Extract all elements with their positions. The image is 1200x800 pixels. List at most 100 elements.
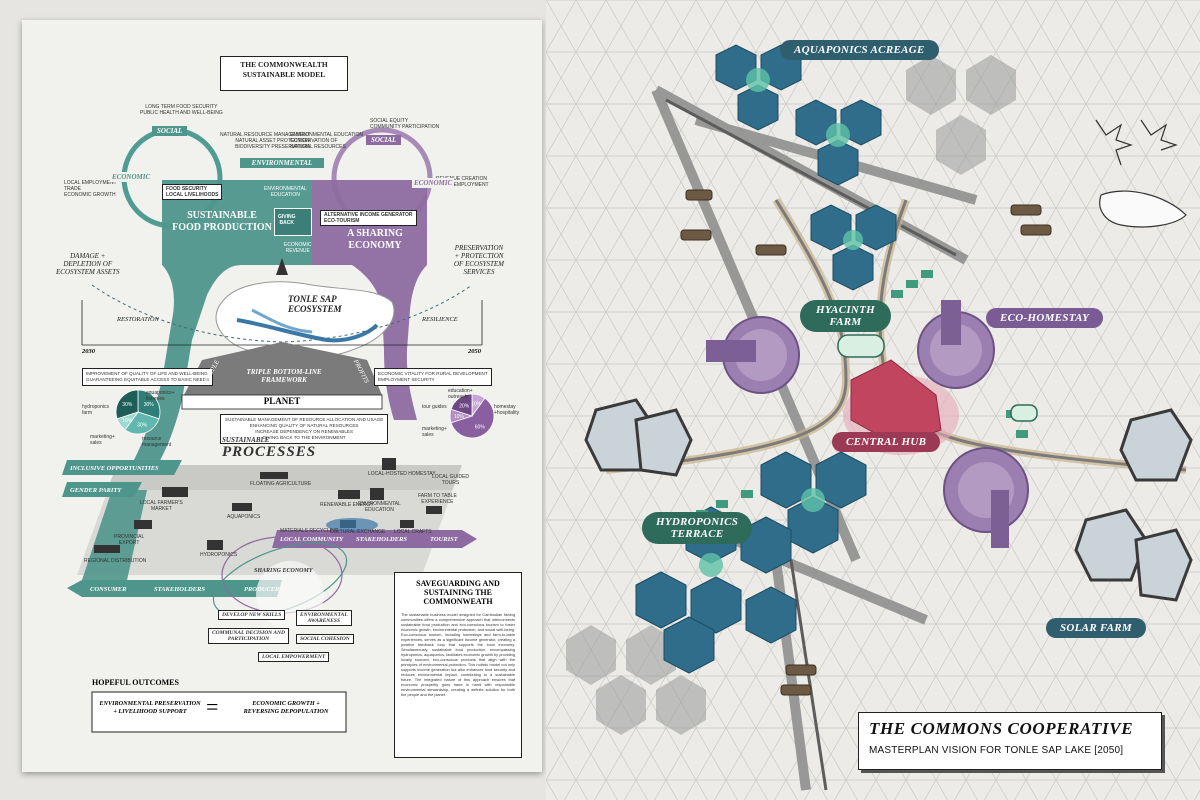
planet-band — [181, 394, 383, 410]
pie-left-pct-1: 30% — [144, 402, 155, 408]
equation-right: ECONOMIC GROWTH + REVERSING DEPOPULATION — [243, 700, 329, 715]
communal-box: COMMUNAL DECISION AND PARTICIPATION — [208, 628, 289, 644]
label-farm-table: FARM TO TABLE EXPERIENCE — [418, 493, 457, 505]
brown-bollards — [680, 189, 1052, 696]
model-diagram: 30%30%10%30% 10%60%10%20% — [62, 127, 495, 733]
label-crafts: LOCAL CRAFTS — [394, 529, 432, 535]
note-natural-mgmt: NATURAL RESOURCE MANAGEMENT NATURAL ASSE… — [220, 132, 310, 150]
boat-icon — [94, 545, 120, 553]
env-education-note: ENVIRONMENTAL EDUCATION — [264, 186, 307, 198]
triple-bottom-line-triangle — [184, 342, 382, 395]
poster-title: THE COMMONWEALTH SUSTAINABLE MODEL — [220, 56, 348, 91]
label-provincial: PROVINCIAL EXPORT — [114, 534, 145, 546]
planet-notes: SUSTAINABLE MANAGEMENT OF RESOURCE ALLOC… — [220, 414, 389, 444]
education-icon — [370, 488, 384, 500]
pie-left-slice-4 — [115, 389, 139, 420]
pie-right-pct-3: 10% — [454, 414, 465, 420]
planet-label: PLANET — [263, 396, 301, 406]
floating-agri-icon — [260, 472, 288, 479]
social-cohesion-box: SOCIAL COHESION — [296, 634, 354, 644]
economic-tag-left: ECONOMIC — [110, 172, 153, 182]
giving-back-label: GIVING BACK — [278, 214, 296, 226]
market-stall-icon — [162, 487, 188, 497]
label-renewable: RENEWABLE ENERGY — [320, 502, 374, 508]
equation-sign: = — [206, 694, 219, 719]
poster-title-line2: SUSTAINABLE MODEL — [242, 70, 326, 79]
farm-table-icon — [426, 506, 442, 514]
solar-panel-icon — [338, 490, 360, 499]
pie-right-pct-4: 20% — [459, 403, 470, 409]
pie-left-pct-4: 30% — [122, 402, 133, 408]
note-econ-left: LOCAL EMPLOYMENT TRADE ECONOMIC GROWTH — [64, 180, 117, 198]
pie-left-slice-2 — [124, 411, 160, 435]
sustainable-label: SUSTAINABLE — [222, 436, 270, 444]
tonle-label: TONLE SAP ECOSYSTEM — [288, 294, 342, 314]
teal-centers — [699, 68, 863, 577]
pie-left-pct-2: 30% — [137, 423, 148, 429]
improvement-note: IMPROVEMENT OF QUALITY OF LIFE AND WELL-… — [82, 368, 214, 386]
pie-right-pct-1: 10% — [471, 401, 482, 407]
environmental-tag: ENVIRONMENTAL — [240, 158, 324, 168]
label-floating: FLOATING AGRICULTURE — [250, 481, 312, 487]
gender-band — [62, 482, 142, 497]
triple-label: TRIPLE BOTTOM-LINE FRAMEWORK — [246, 368, 322, 384]
pie-right-slice-2 — [450, 397, 495, 439]
pie-right-label-2: homestay +hospitality — [494, 404, 520, 416]
inclusive-band — [62, 460, 182, 475]
note-social-right: SOCIAL EQUITY COMMUNITY PARTICIPATION — [370, 118, 440, 130]
crafts-icon — [400, 520, 414, 528]
sidebox-title: SAVEGUARDING AND SUSTAINING THE COMMONWE… — [416, 579, 500, 606]
pie-right-slice-4 — [450, 393, 473, 417]
pie-left-label-4: hydroponics farm — [82, 404, 109, 416]
food-security-box: FOOD SECURITY LOCAL LIVELIHOODS — [162, 184, 223, 200]
consumer-label: CONSUMER — [90, 585, 127, 593]
hydroponics-petals — [635, 451, 867, 674]
masterplan-map: AQUAPONICS ACREAGE HYACINTH FARM ECO-HOM… — [546, 0, 1200, 800]
hopeful-outcomes-heading: HOPEFUL OUTCOMES — [92, 678, 179, 687]
inclusive-label: INCLUSIVE OPPORTUNITIES — [70, 464, 159, 472]
teal-food-production-block — [117, 180, 312, 490]
outcomes-box — [91, 691, 347, 733]
economic-tag-right: ECONOMIC — [412, 178, 455, 188]
pie-left: 30% 30% 10% 30% — [115, 389, 161, 435]
label-guided: LOCAL GUIDED TOURS — [432, 474, 470, 486]
note-env-edu: ENVIRONMENTAL EDUCATION CONSERVATION OF … — [290, 132, 363, 150]
label-eco-homestay: ECO-HOMESTAY — [986, 308, 1104, 328]
pie-left-label-3: marketing+ sales — [90, 434, 115, 446]
label-env-edu2: ENVIRONMENTAL EDUCATION — [358, 501, 401, 513]
map-subtitle: MASTERPLAN VISION FOR TONLE SAP LAKE [20… — [869, 745, 1124, 756]
pie-right-label-3: marketing+ sales — [422, 426, 447, 438]
label-solar-farm: SOLAR FARM — [1046, 618, 1146, 638]
truck-icon — [134, 520, 152, 529]
sidebox-body: The sustainable business model designed … — [401, 612, 515, 697]
map-title: THE COMMONS COOPERATIVE — [869, 719, 1134, 738]
label-aquaponics-acreage: AQUAPONICS ACREAGE — [780, 40, 939, 60]
label-hydroponics-terrace: HYDROPONICS TERRACE — [642, 512, 753, 544]
plant-sketch — [1095, 119, 1133, 166]
poster-title-line1: THE COMMONWEALTH — [240, 60, 328, 69]
damage-label: DAMAGE + DEPLETION OF ECOSYSTEM ASSETS — [56, 252, 120, 276]
vitality-note: ECONOMIC VITALITY FOR RURAL DEVELOPMENT … — [374, 368, 492, 386]
pie-left-slice-1 — [137, 389, 161, 420]
pie-left-pct-3: 10% — [122, 418, 133, 424]
label-materials: MATERIALS RECYCLING — [280, 528, 339, 534]
label-homestay: LOCAL-HOSTED HOMESTAY — [368, 471, 436, 477]
label-regional: REGIONAL DISTRIBUTION — [84, 558, 147, 564]
hyacinth-pod — [837, 334, 885, 358]
aquaponics-icon — [232, 503, 252, 511]
develop-skills-box: DEVELOP NEW SKILLS — [218, 610, 286, 620]
sharing-label: A SHARING ECONOMY — [347, 228, 403, 251]
sharing-economy-label: SHARING ECONOMY — [254, 568, 313, 574]
equation-left: ENVIRONMENTAL PRESERVATION + LIVELIHOOD … — [99, 700, 201, 715]
economic-revenue-note: ECONOMIC REVENUE — [284, 242, 312, 254]
eco-homestay-circles — [706, 300, 1029, 548]
alt-income-box: ALTERNATIVE INCOME GENERATOR ECO-TOURISM — [320, 210, 417, 226]
label-central-hub: CENTRAL HUB — [832, 432, 941, 452]
label-local-market: LOCAL FARMER'S MARKET — [140, 500, 183, 512]
local-community-label: LOCAL COMMUNITY — [280, 535, 344, 543]
stakeholders-right-label: STAKEHOLDERS — [356, 535, 407, 543]
pie-right-pct-2: 60% — [475, 425, 486, 431]
processes-label: PROCESSES — [222, 444, 317, 460]
year-2050: 2050 — [468, 348, 481, 355]
tourist-label: TOURIST — [430, 535, 458, 543]
